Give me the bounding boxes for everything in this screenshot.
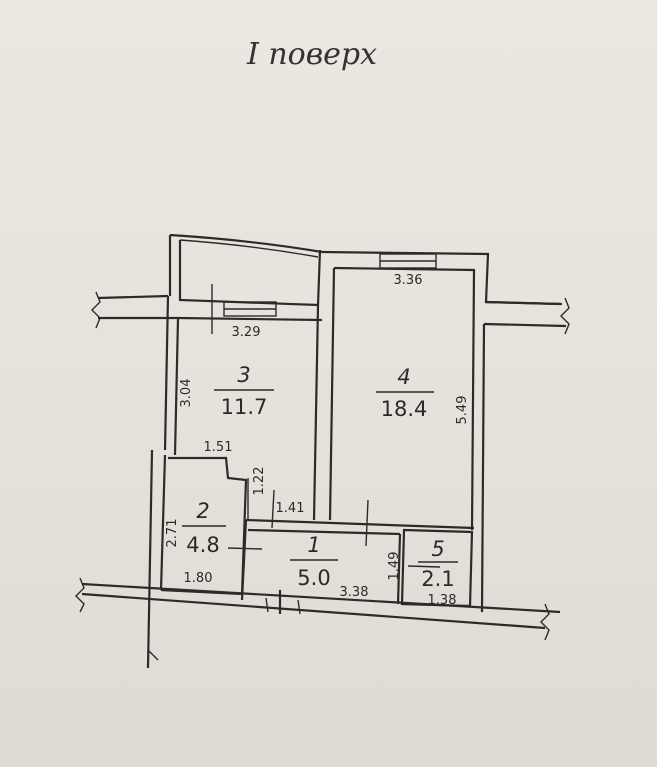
dimension-labels: 3.36 3.29 3.04 5.49 1.51 1.22 1.41 2.71 … — [165, 273, 470, 608]
room-number: 2 — [196, 499, 209, 523]
room-area: 4.8 — [186, 533, 219, 557]
dimension-label: 3.29 — [232, 325, 261, 340]
room-area: 2.1 — [421, 567, 454, 591]
room-1-label: 1 5.0 — [290, 533, 338, 590]
room-area: 11.7 — [221, 395, 268, 419]
dimension-label: 1.80 — [184, 571, 213, 586]
room-2-label: 2 4.8 — [182, 499, 226, 557]
floor-title: I поверх — [246, 37, 377, 72]
room-area: 18.4 — [381, 397, 428, 421]
room-number: 4 — [397, 365, 410, 389]
room-number: 3 — [237, 363, 250, 387]
room-area: 5.0 — [297, 566, 330, 590]
dimension-label: 1.22 — [252, 467, 267, 496]
dimension-label: 1.41 — [276, 501, 305, 516]
room-3-label: 3 11.7 — [214, 363, 274, 419]
dimension-label: 1.51 — [204, 440, 233, 455]
dimension-label: 2.71 — [165, 519, 180, 548]
room-4-label: 4 18.4 — [376, 365, 434, 421]
dimension-label: 1.49 — [387, 552, 402, 581]
dimension-label: 3.38 — [340, 585, 369, 600]
room-number: 5 — [431, 537, 444, 561]
dimension-label: 1.38 — [428, 593, 457, 608]
dimension-label: 3.36 — [394, 273, 423, 288]
walls — [75, 233, 570, 669]
room-number: 1 — [307, 533, 320, 557]
room-5-label: 5 2.1 — [418, 537, 458, 591]
dimension-label: 3.04 — [179, 379, 194, 408]
dimension-label: 5.49 — [455, 396, 470, 425]
